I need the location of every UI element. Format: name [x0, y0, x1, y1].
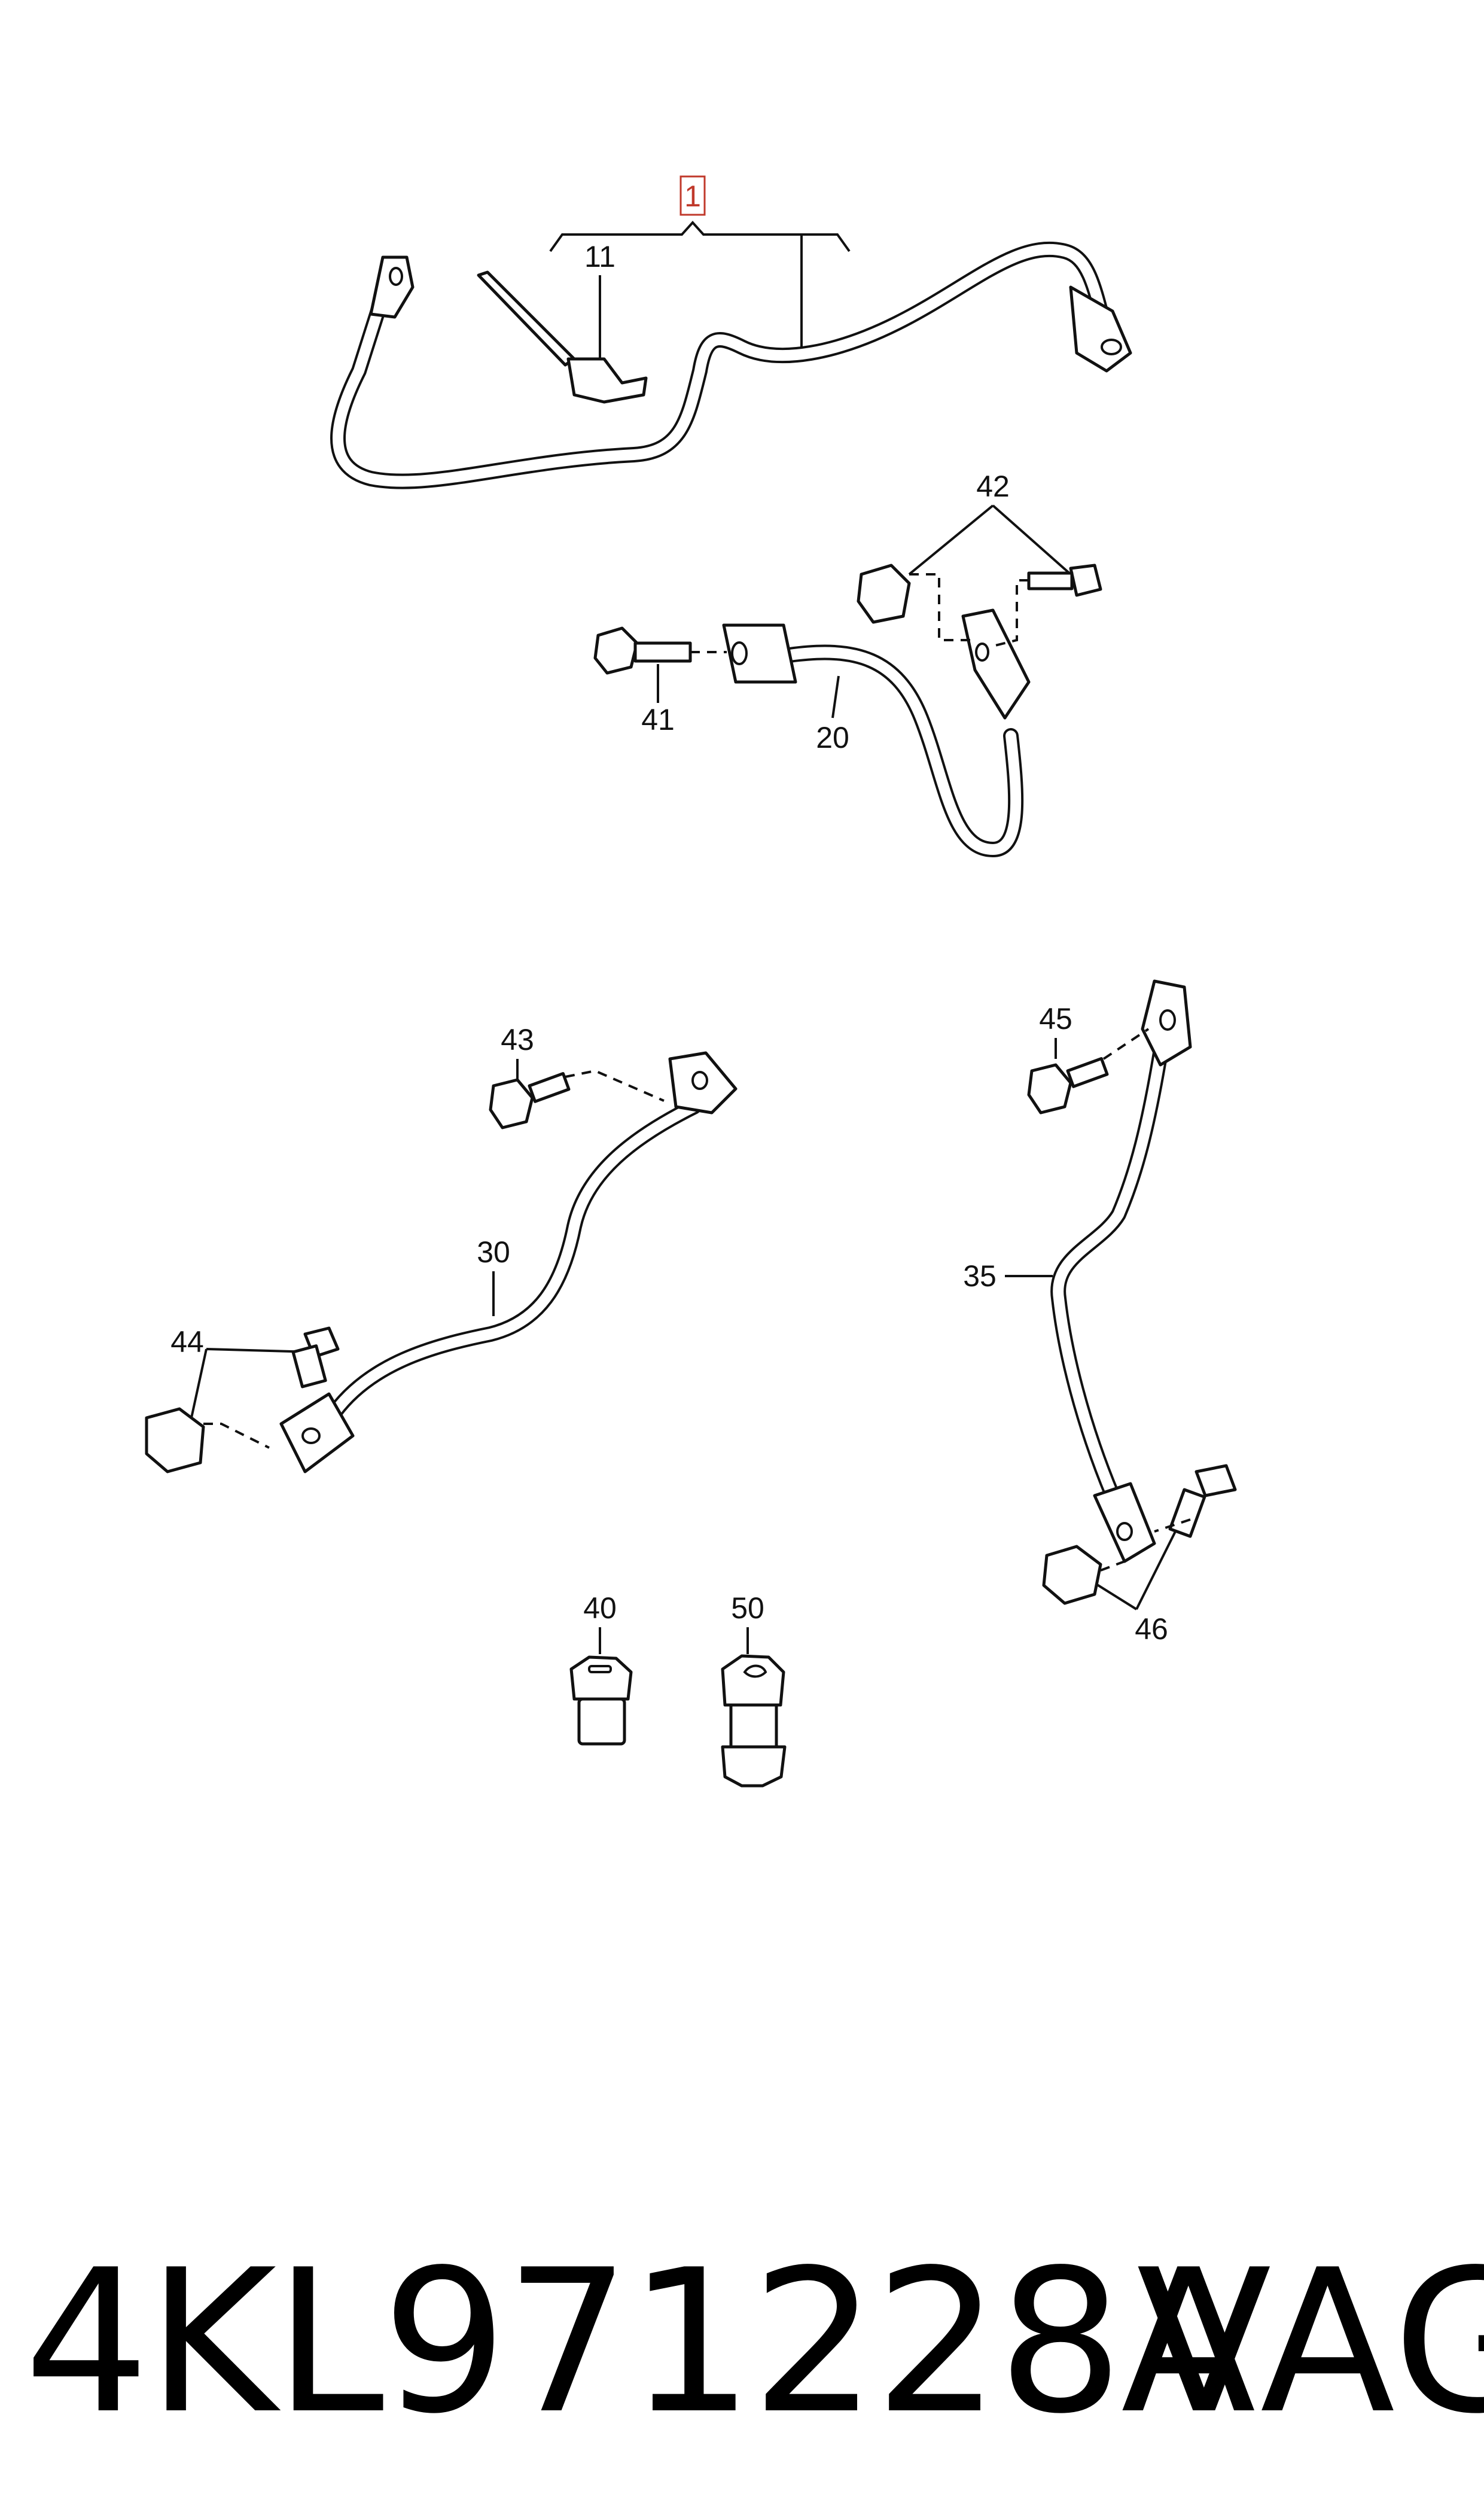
- bolt-42-shaft[interactable]: [1027, 571, 1074, 590]
- brand-label: VAG: [1136, 2227, 1484, 2457]
- lug-30-top: [668, 1051, 738, 1115]
- bolt-41-head[interactable]: [593, 626, 639, 675]
- callout-30[interactable]: 30: [477, 1235, 510, 1269]
- cable-clip-11: [566, 357, 648, 404]
- dash-44: [203, 1423, 270, 1449]
- cable-assembly-35: 45 35 46: [963, 979, 1237, 1646]
- bolt-44-shaft[interactable]: [291, 1344, 327, 1389]
- bolt-42-head[interactable]: [1069, 564, 1102, 597]
- callout-43[interactable]: 43: [501, 1023, 534, 1056]
- left-lug: [369, 255, 415, 319]
- leader-44: [190, 1348, 312, 1418]
- bolt-43-head[interactable]: [489, 1078, 534, 1129]
- nut-50[interactable]: [721, 1654, 787, 1788]
- lug-35-top-hole: [1159, 1009, 1176, 1031]
- dash-45: [1102, 1028, 1150, 1060]
- nut-44[interactable]: [145, 1407, 205, 1473]
- nut-46[interactable]: [1042, 1545, 1102, 1605]
- dash-43: [565, 1069, 665, 1102]
- right-lug: [1069, 285, 1132, 373]
- bolt-46-shaft[interactable]: [1168, 1488, 1206, 1538]
- bolt-43-shaft[interactable]: [528, 1071, 571, 1103]
- bolt-45-shaft[interactable]: [1066, 1056, 1109, 1088]
- callout-44[interactable]: 44: [170, 1325, 204, 1359]
- bolt-46-head[interactable]: [1194, 1464, 1237, 1497]
- callout-50[interactable]: 50: [731, 1591, 764, 1625]
- callout-41[interactable]: 41: [641, 703, 675, 736]
- cable-assembly-30: 43 30 44: [145, 1023, 738, 1473]
- dash-46: [1100, 1518, 1191, 1572]
- nut-40[interactable]: [569, 1655, 633, 1746]
- main-cable-inner: [333, 243, 1112, 487]
- callout-1[interactable]: 1: [684, 179, 701, 213]
- leader-42: [908, 504, 1072, 576]
- callout-20[interactable]: 20: [816, 721, 849, 754]
- cable-assembly-20: 42 41 20: [593, 470, 1102, 857]
- callout-42[interactable]: 42: [976, 470, 1010, 503]
- cable-35-inner: [1053, 1048, 1166, 1501]
- part-number: 4KL971228A: [24, 2227, 1256, 2457]
- lug-30-top-hole: [691, 1071, 708, 1090]
- lug-30-bottom: [279, 1392, 355, 1473]
- bolt-41-shaft[interactable]: [633, 641, 692, 663]
- bolt-45-head[interactable]: [1027, 1063, 1072, 1115]
- lug-35-bottom-hole: [1116, 1522, 1133, 1541]
- footer: 4KL971228A VAG: [24, 2227, 1484, 2457]
- cable-20-inner: [784, 647, 1022, 855]
- bracket-1: [549, 221, 851, 252]
- loose-parts: 40 50: [569, 1591, 787, 1788]
- callout-46[interactable]: 46: [1135, 1612, 1168, 1646]
- leader-20: [831, 675, 840, 718]
- callout-40[interactable]: 40: [583, 1591, 617, 1625]
- dash-42-right: [992, 579, 1029, 647]
- lug-20-left: [722, 623, 797, 684]
- callout-11[interactable]: 11: [584, 240, 615, 273]
- nut-42[interactable]: [857, 564, 911, 624]
- lug-20-right: [961, 608, 1031, 720]
- callout-45[interactable]: 45: [1039, 1002, 1072, 1036]
- main-cable: [330, 241, 1114, 489]
- cable-30-inner: [330, 1101, 699, 1417]
- callout-35[interactable]: 35: [963, 1259, 997, 1293]
- lug-20-left-hole: [731, 641, 748, 665]
- lug-30-bottom-hole: [301, 1427, 321, 1444]
- callout-1-box[interactable]: [679, 175, 706, 216]
- left-lug-hole: [389, 267, 403, 286]
- right-lug-hole: [1101, 339, 1122, 355]
- cable-tie: [477, 270, 576, 367]
- cable-assembly-1: 1 11: [330, 175, 1132, 489]
- lug-20-right-hole: [975, 643, 989, 662]
- lug-35-top: [1141, 979, 1192, 1067]
